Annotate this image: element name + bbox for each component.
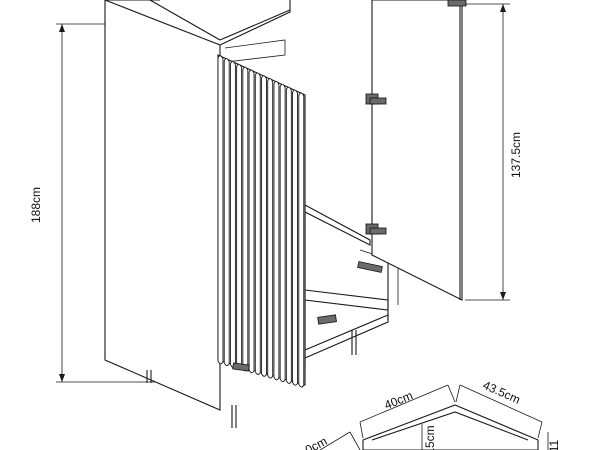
small-dimension-label: 11 [547,439,561,450]
door-slat [273,81,280,381]
drawer-handle-icon [317,314,337,325]
door-slat [261,75,267,377]
width-label: 43.5cm [481,378,523,407]
door-slat [248,69,255,374]
door-slat [298,92,305,388]
height-label: 188cm [29,187,43,223]
door-slat [279,83,286,383]
right-door [365,0,467,301]
slide-rail-icon [357,261,383,273]
door-slat [242,66,249,372]
door-slat [254,72,261,375]
door-slat [217,55,224,365]
hinge-icon [232,362,250,372]
door-slat [236,63,243,370]
door-slat [285,86,292,384]
door-slat [267,78,274,379]
door-height-dimension-line: 137.5cm [465,3,523,301]
door-slat [223,58,230,366]
slatted-door [217,54,306,388]
drawer-detail: 40cm 43.5cm 15cm 11 0cm [303,378,561,450]
hinge-icon [369,97,387,105]
door-slat [229,61,236,368]
height-dimension-line: 188cm [29,23,155,383]
left-cut-label: 0cm [303,434,330,450]
hinge-icon [369,227,387,235]
depth-label: 40cm [382,388,414,412]
door-height-label: 137.5cm [509,132,523,178]
hinge-icon [447,0,467,7]
door-slat [292,89,298,386]
drawer-height-label: 15cm [423,425,437,450]
